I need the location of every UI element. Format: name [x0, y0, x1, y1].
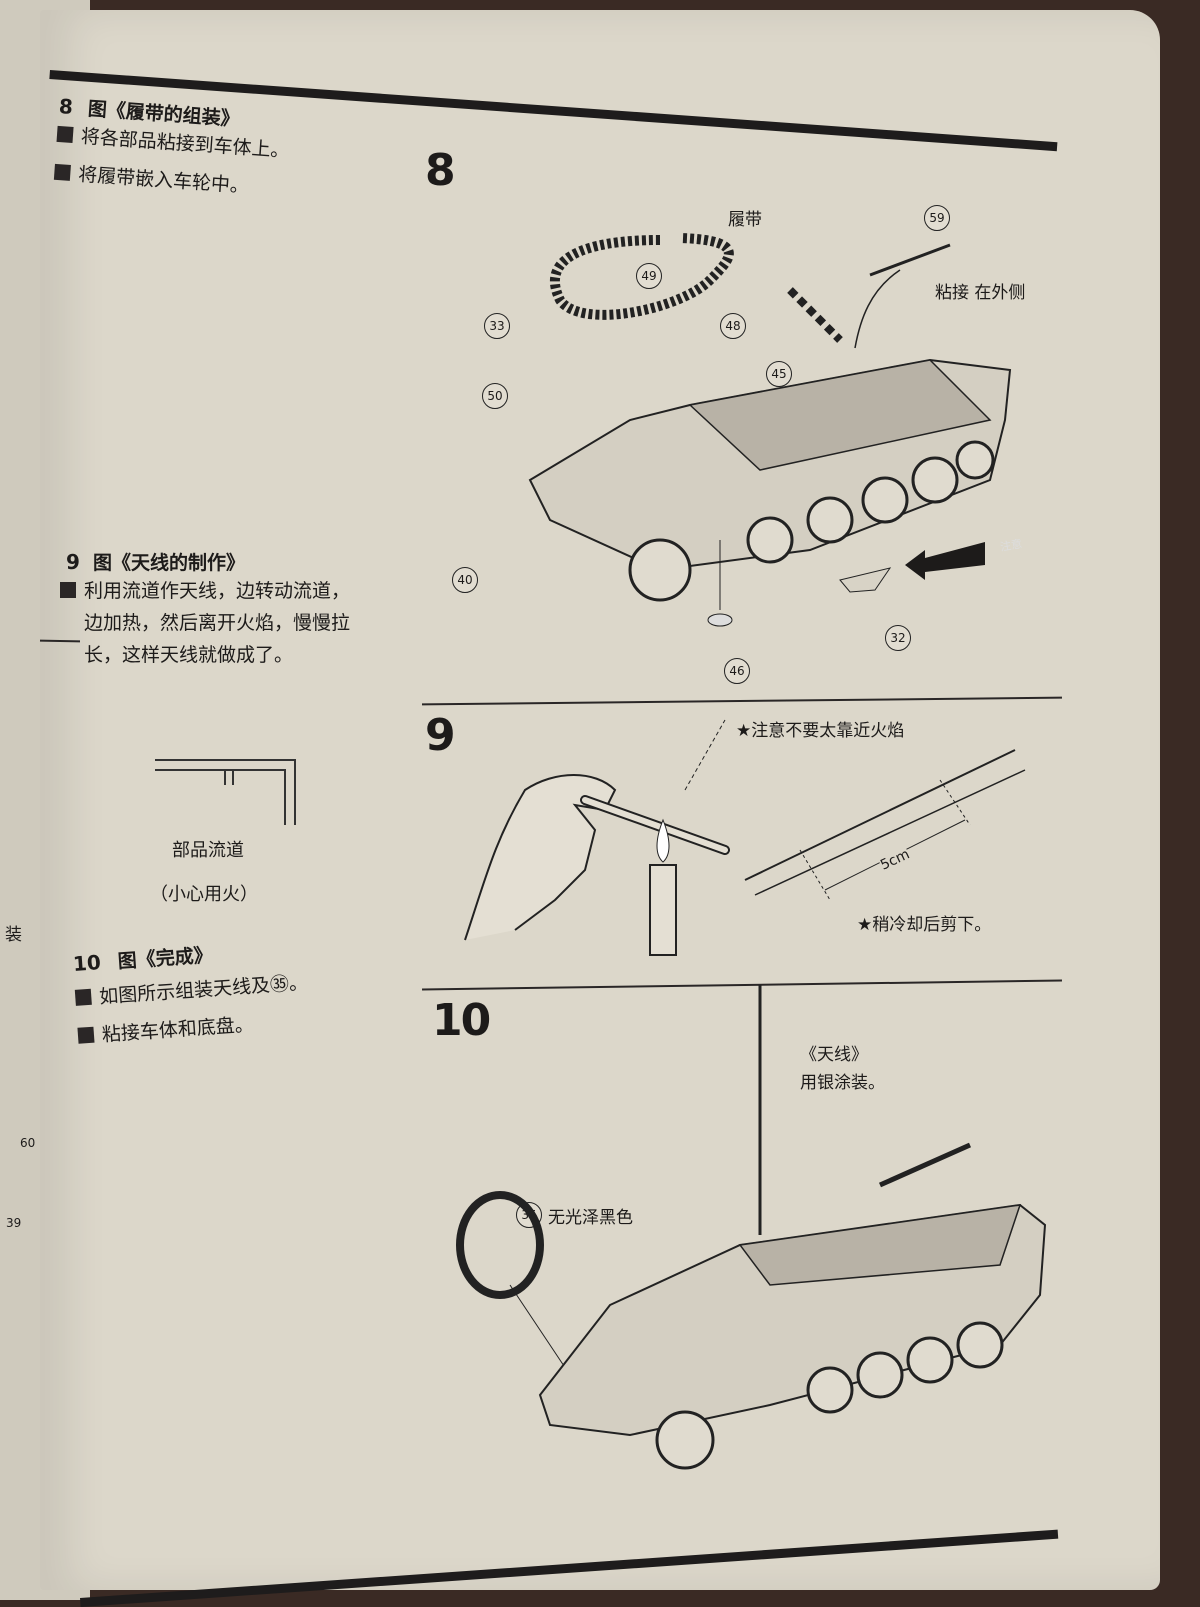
part-number-33: 33	[484, 313, 510, 339]
track-label: 履带	[728, 210, 762, 230]
section-title: 图《完成》	[117, 944, 214, 973]
section-8-text: 8 图《履带的组装》 将各部品粘接到车体上。 将履带嵌入车轮中。	[53, 92, 292, 205]
part-paint: 无光泽黑色	[548, 1208, 633, 1228]
instruction-bullet: 将履带嵌入车轮中。	[77, 163, 250, 198]
part-number-32: 32	[885, 625, 911, 651]
bullet-icon	[60, 582, 76, 598]
sprue-label: 部品流道	[172, 840, 244, 861]
section-number: 9	[66, 550, 80, 574]
step-number-8: 8	[425, 145, 456, 196]
part-number-59: 59	[924, 205, 950, 231]
bullet-icon	[74, 988, 92, 1006]
part-number-50: 50	[482, 383, 508, 409]
bullet-icon	[56, 125, 74, 143]
left-page-fragment: 装	[5, 925, 22, 945]
part-number-48: 48	[720, 313, 746, 339]
antenna-paint: 用银涂装。	[800, 1073, 885, 1093]
flame-warning: ★注意不要太靠近火焰	[736, 721, 905, 741]
instruction-line: 利用流道作天线，边转动流道，	[84, 580, 351, 602]
bullet-icon	[53, 163, 71, 181]
step-number-9: 9	[425, 710, 456, 761]
instruction-bullet: 粘接车体和底盘。	[101, 1013, 255, 1047]
part-number-45: 45	[766, 361, 792, 387]
instruction-line: 长，这样天线就做成了。	[84, 644, 294, 666]
left-page-fragment: 39	[6, 1216, 22, 1230]
completed-halftrack-drawing	[456, 985, 1047, 1470]
attach-note: 粘接 在外侧	[935, 283, 1026, 303]
antenna-title: 《天线》	[800, 1045, 868, 1065]
sprue-drawing	[155, 759, 296, 825]
halftrack-exploded-drawing	[528, 233, 1012, 627]
part-number-49: 49	[636, 263, 662, 289]
part-number-40: 40	[452, 567, 478, 593]
left-page-fragment: 60	[20, 1136, 36, 1150]
bullet-icon	[77, 1026, 95, 1044]
cut-note: ★稍冷却后剪下。	[857, 915, 992, 935]
section-number: 10	[72, 950, 102, 976]
instruction-line: 边加热，然后离开火焰，慢慢拉	[84, 612, 351, 634]
antenna-stretching-drawing	[464, 719, 1026, 956]
instruction-bullet: 如图所示组装天线及㉟。	[98, 971, 309, 1009]
step-number-10: 10	[432, 995, 491, 1046]
section-number: 8	[58, 93, 74, 119]
section-title: 图《天线的制作》	[93, 552, 246, 574]
sprue-caution: （小心用火）	[150, 884, 258, 905]
part-number-46: 46	[724, 658, 750, 684]
section-9-text: 9 图《天线的制作》 利用流道作天线，边转动流道， 边加热，然后离开火焰，慢慢拉…	[60, 548, 351, 671]
section-10-text: 10 图《完成》 如图所示组装天线及㉟。 粘接车体和底盘。	[72, 934, 312, 1053]
